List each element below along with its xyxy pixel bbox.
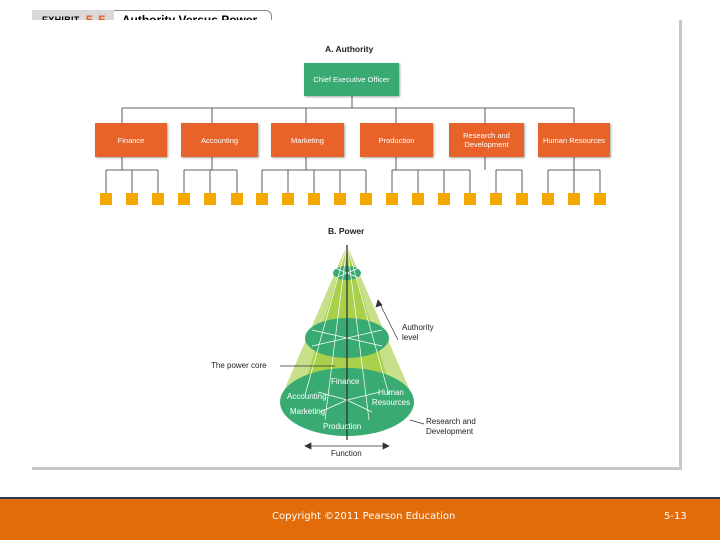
employee-square: [412, 193, 424, 205]
employee-square: [282, 193, 294, 205]
fn-production-label: Production: [323, 422, 362, 431]
employee-square: [438, 193, 450, 205]
power-core-label: The power core: [211, 361, 267, 370]
employee-square: [542, 193, 554, 205]
employee-square: [360, 193, 372, 205]
dept-production-box: Production: [360, 123, 433, 157]
power-cone: [280, 244, 414, 440]
employee-square: [231, 193, 243, 205]
dept-hr-box: Human Resources: [538, 123, 610, 157]
copyright-text: Copyright ©2011 Pearson Education: [272, 511, 456, 522]
fn-finance-label: Finance: [331, 377, 360, 386]
org-connectors: [105, 96, 601, 193]
research-development-label: Research and Development: [426, 417, 476, 436]
employee-square: [490, 193, 502, 205]
power-section-title: B. Power: [328, 226, 365, 236]
employee-square: [568, 193, 580, 205]
fn-marketing-label: Marketing: [290, 407, 326, 416]
employee-square: [308, 193, 320, 205]
dept-research-box: Research and Development: [449, 123, 524, 157]
employee-square: [464, 193, 476, 205]
employee-square: [334, 193, 346, 205]
dept-marketing-box: Marketing: [271, 123, 344, 157]
employee-square: [386, 193, 398, 205]
employee-square: [100, 193, 112, 205]
dept-finance-box: Finance: [95, 123, 167, 157]
ceo-box: Chief Executive Officer: [304, 63, 399, 96]
authority-level-label: Authority level: [402, 323, 434, 342]
employee-square: [594, 193, 606, 205]
authority-section-title: A. Authority: [325, 44, 374, 54]
footer-bar: Copyright ©2011 Pearson Education 5-13: [0, 497, 720, 540]
dept-accounting-box: Accounting: [181, 123, 258, 157]
cone-callouts: [280, 299, 425, 450]
employee-square: [256, 193, 268, 205]
employee-square: [516, 193, 528, 205]
employee-square: [126, 193, 138, 205]
page-number: 5-13: [664, 511, 687, 522]
employee-square: [178, 193, 190, 205]
employee-square: [204, 193, 216, 205]
employee-square: [152, 193, 164, 205]
function-axis-label: Function: [331, 449, 362, 458]
fn-accounting-label: Accounting: [287, 392, 327, 401]
fn-hr-label: Human Resources: [371, 388, 411, 407]
